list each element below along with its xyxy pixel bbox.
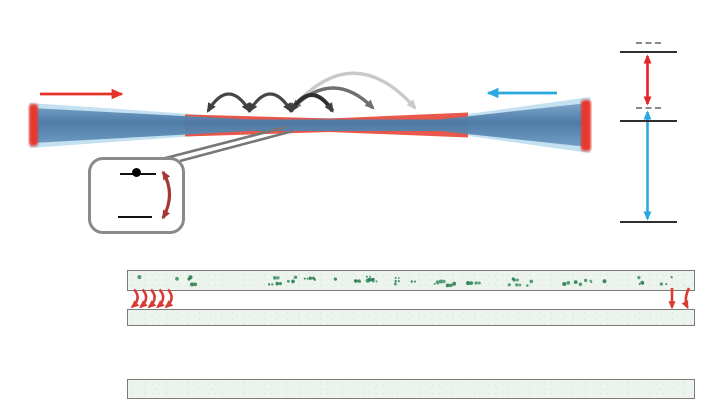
interaction-arc-bold [289, 93, 335, 113]
load-strip [127, 270, 695, 291]
detect-strip [127, 379, 695, 399]
blue-beam-core [32, 103, 588, 147]
ground-level-line [620, 221, 677, 223]
interaction-arc [248, 92, 293, 113]
small-delta-detuning-dash [636, 107, 661, 109]
rearrange-arrow [139, 288, 148, 309]
rearrange-arrow [147, 288, 157, 309]
red-beam-right-end [581, 100, 591, 151]
blue-beam-halo [30, 97, 590, 153]
delta-detuning-dash [636, 42, 661, 44]
arrange-strip [127, 309, 695, 326]
red-beam-band [185, 112, 468, 138]
rearrange-arrow [130, 288, 140, 309]
interaction-arc [206, 92, 251, 113]
rearrange-arrow [164, 288, 174, 309]
inset-callout-line [179, 129, 294, 163]
inset-lower-level-line [118, 216, 152, 218]
excited-level-line [620, 120, 677, 122]
rearrange-arrow [156, 288, 165, 309]
inset-coupling-arrow [161, 170, 172, 220]
red-beam-left-end [29, 104, 38, 146]
inset-atom-dot [132, 167, 141, 177]
interaction-arc-long [293, 71, 417, 110]
rydberg-level-line [620, 51, 677, 53]
interaction-arc-mid [291, 86, 375, 110]
two-level-inset [88, 157, 185, 234]
